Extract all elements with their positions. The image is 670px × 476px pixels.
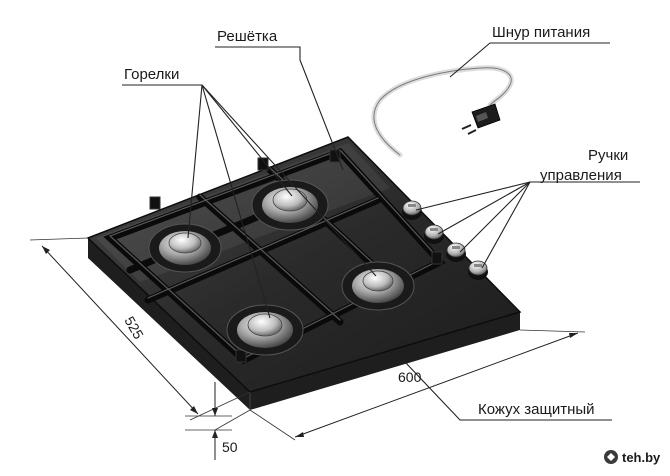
- leader-grate: [215, 46, 344, 171]
- label-casing: Кожух защитный: [478, 401, 595, 418]
- leader-knobs: [415, 181, 640, 269]
- dimension-depth: [29, 237, 251, 421]
- knob-icon: [468, 260, 488, 280]
- burner-front-right: [341, 261, 415, 311]
- watermark-text: teh.by: [622, 450, 661, 465]
- watermark: teh.by: [600, 446, 668, 468]
- label-knobs-line1: Ручки: [588, 147, 628, 164]
- label-grate: Решётка: [217, 28, 278, 45]
- power-cord: [371, 65, 514, 158]
- burner-front-left: [226, 304, 304, 356]
- plug-icon: [461, 103, 501, 135]
- burner-back-left: [148, 223, 222, 273]
- knob-icon: [446, 242, 466, 262]
- label-power-cord: Шнур питания: [492, 24, 590, 41]
- control-knobs: [402, 200, 488, 280]
- dimension-depth-label: 525: [121, 314, 147, 342]
- logo-icon: [604, 450, 618, 464]
- protective-casing: [88, 238, 520, 410]
- dimension-height: [185, 382, 251, 460]
- dimension-height-label: 50: [222, 439, 238, 455]
- knob-icon: [402, 200, 422, 220]
- leader-casing: [404, 361, 612, 421]
- hob-top-plate: [86, 136, 522, 393]
- knob-icon: [424, 224, 444, 244]
- label-knobs-line2: управления: [540, 167, 622, 184]
- leader-power-cord: [449, 42, 610, 78]
- label-burners: Горелки: [124, 66, 179, 83]
- leader-burners: [122, 84, 377, 319]
- burner-back-right: [251, 179, 329, 231]
- dimension-width: [249, 329, 586, 441]
- dimension-width-label: 600: [398, 369, 422, 385]
